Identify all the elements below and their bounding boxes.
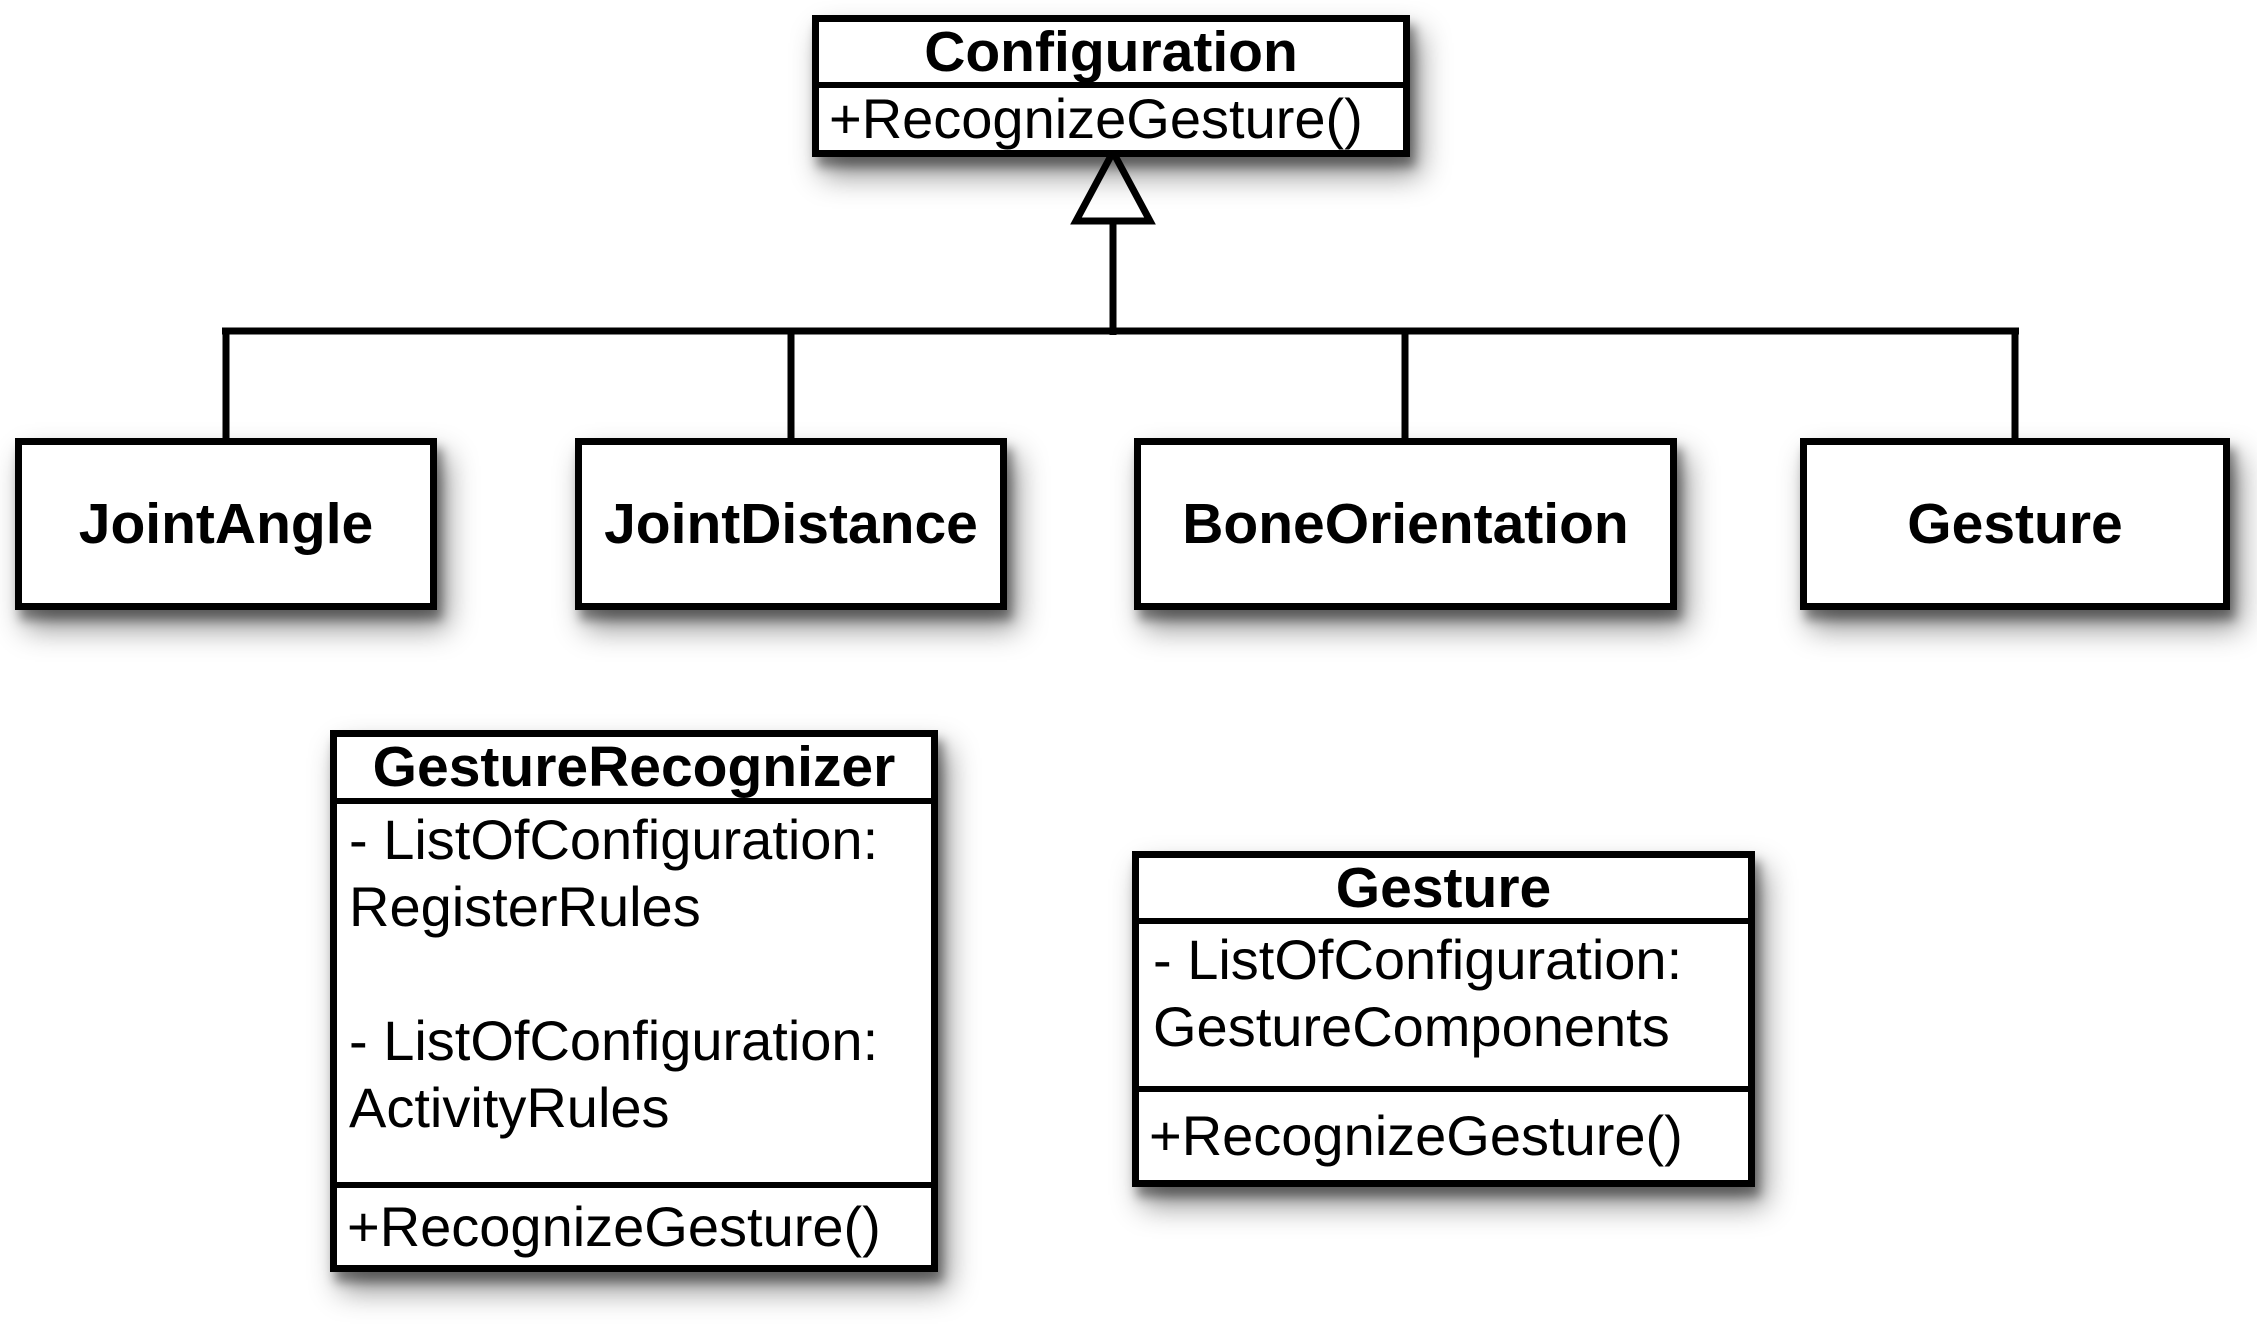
methods-compartment: +RecognizeGesture()	[819, 88, 1403, 150]
compartment-divider	[337, 1182, 931, 1188]
attributes-compartment: - ListOfConfiguration: GestureComponents	[1139, 924, 1748, 1086]
attribute-label: - ListOfConfiguration: GestureComponents	[1153, 928, 1683, 1058]
method-label: +RecognizeGesture()	[1149, 1104, 1683, 1167]
methods-compartment: +RecognizeGesture()	[1139, 1092, 1748, 1180]
class-box-gesturerecognizer: GestureRecognizer - ListOfConfiguration:…	[330, 730, 938, 1272]
class-box-jointangle: JointAngle	[15, 438, 437, 610]
attributes-compartment: - ListOfConfiguration: RegisterRules - L…	[337, 804, 931, 1182]
method-label: +RecognizeGesture()	[829, 87, 1363, 150]
class-title: Gesture	[1335, 855, 1552, 920]
compartment-divider	[337, 798, 931, 804]
class-title: Gesture	[1907, 491, 2123, 556]
class-title: Configuration	[924, 19, 1298, 84]
class-box-gesture-detail: Gesture - ListOfConfiguration: GestureCo…	[1132, 851, 1755, 1187]
class-box-gesture-subclass: Gesture	[1800, 438, 2230, 610]
class-box-boneorientation: BoneOrientation	[1134, 438, 1677, 610]
compartment-divider	[819, 82, 1403, 88]
method-label: +RecognizeGesture()	[347, 1194, 881, 1258]
class-title: GestureRecognizer	[372, 735, 896, 799]
compartment-divider	[1139, 918, 1748, 924]
methods-compartment: +RecognizeGesture()	[337, 1188, 931, 1265]
inheritance-triangle-icon	[1070, 144, 1156, 225]
class-title: JointDistance	[604, 491, 978, 556]
class-title: BoneOrientation	[1182, 491, 1629, 556]
attribute-label: - ListOfConfiguration: ActivityRules	[349, 1009, 879, 1139]
class-box-jointdistance: JointDistance	[575, 438, 1007, 610]
class-box-configuration: Configuration +RecognizeGesture()	[812, 15, 1410, 157]
compartment-divider	[1139, 1086, 1748, 1092]
class-title: JointAngle	[78, 491, 374, 556]
attribute-label: - ListOfConfiguration: RegisterRules	[349, 808, 879, 938]
